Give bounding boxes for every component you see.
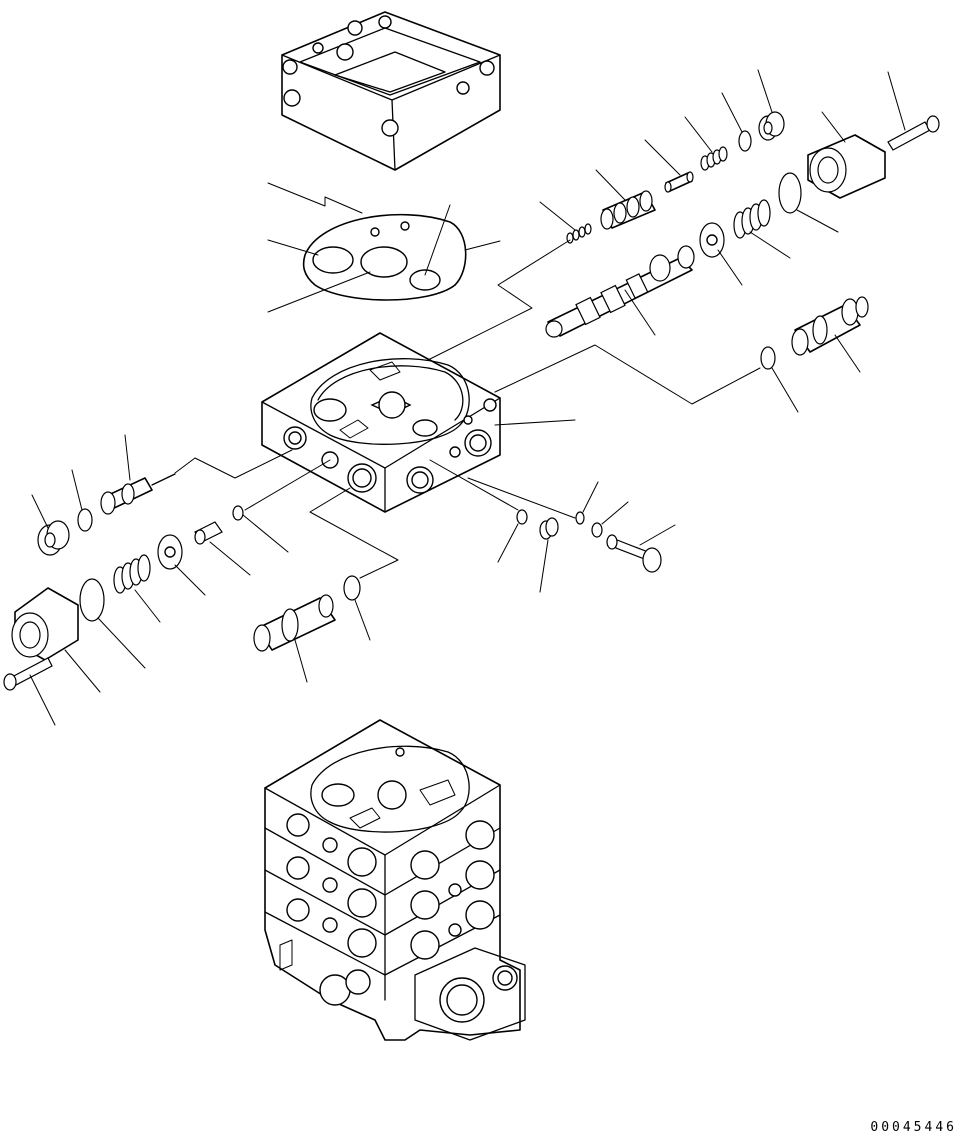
leader: [771, 367, 799, 413]
o-ring-center-lower[interactable]: [343, 575, 361, 601]
leader: [582, 481, 599, 513]
spool-end-left[interactable]: [194, 521, 223, 545]
leader: [242, 514, 289, 553]
o-ring-small-b[interactable]: [575, 511, 585, 525]
leader: [174, 449, 293, 479]
o-ring-left-large[interactable]: [79, 578, 105, 622]
assembled-control-valve[interactable]: [264, 719, 526, 1041]
leader: [539, 201, 576, 231]
leader: [31, 494, 49, 529]
valve-cover[interactable]: [281, 11, 501, 171]
leader: [796, 209, 839, 233]
gasket-plate[interactable]: [302, 213, 467, 301]
leader: [71, 469, 83, 511]
leader: [539, 539, 549, 593]
leader: [821, 111, 846, 143]
relief-valve-right[interactable]: [791, 296, 869, 356]
leader: [717, 249, 743, 286]
plug-bolt-right[interactable]: [606, 534, 662, 573]
leader: [497, 523, 519, 563]
ball-left[interactable]: [232, 505, 244, 521]
plug-left[interactable]: [37, 520, 70, 556]
relief-valve-left-lower[interactable]: [253, 594, 336, 652]
o-ring-right-mid[interactable]: [760, 346, 776, 370]
spring-right[interactable]: [733, 199, 771, 239]
o-ring-right-large[interactable]: [778, 172, 802, 214]
leader: [174, 564, 206, 596]
leader: [601, 501, 629, 525]
relief-valve-left-upper[interactable]: [100, 473, 176, 515]
check-plug-small[interactable]: [539, 517, 559, 540]
o-ring-small-c[interactable]: [591, 522, 603, 538]
spring-left[interactable]: [113, 554, 151, 594]
leader: [354, 599, 371, 641]
leader: [29, 674, 56, 726]
leader: [684, 116, 713, 153]
leader: [887, 71, 906, 131]
leader: [427, 239, 571, 361]
spring-case-right[interactable]: [807, 134, 886, 199]
leader: [209, 541, 251, 576]
spring-case-left[interactable]: [11, 587, 79, 661]
leader: [757, 69, 773, 113]
leader: [294, 639, 308, 683]
o-ring-top[interactable]: [738, 130, 752, 152]
o-ring-small-a[interactable]: [516, 509, 528, 525]
leader: [467, 477, 576, 519]
spring-retainer-right[interactable]: [699, 222, 725, 258]
leader: [309, 487, 399, 579]
leader: [429, 459, 519, 511]
o-ring-left-small[interactable]: [77, 508, 93, 532]
leader: [64, 649, 101, 693]
leader: [749, 231, 791, 259]
valve-section-block[interactable]: [261, 332, 501, 513]
catalog-number: 00045446: [870, 1120, 957, 1135]
leader: [124, 434, 131, 481]
leader: [494, 419, 576, 426]
main-spool[interactable]: [545, 245, 695, 338]
leader: [97, 617, 146, 669]
leader: [134, 589, 161, 623]
leader: [721, 92, 743, 133]
small-spring-top[interactable]: [566, 223, 592, 244]
spool-leader: [624, 289, 656, 336]
leader: [639, 524, 676, 546]
leader: [834, 334, 861, 373]
leader: [244, 459, 331, 511]
leader: [595, 169, 626, 201]
spring-small-top[interactable]: [700, 146, 728, 171]
gasket-leaders: [267, 182, 501, 313]
cap-bolt-left[interactable]: [3, 657, 53, 691]
spring-retainer-left[interactable]: [157, 534, 183, 570]
piston-small[interactable]: [664, 171, 694, 193]
leader: [644, 139, 681, 176]
leader: [494, 344, 761, 405]
poppet-sleeve[interactable]: [600, 190, 656, 230]
plug-top[interactable]: [758, 111, 785, 141]
cap-bolt-top[interactable]: [887, 115, 940, 151]
